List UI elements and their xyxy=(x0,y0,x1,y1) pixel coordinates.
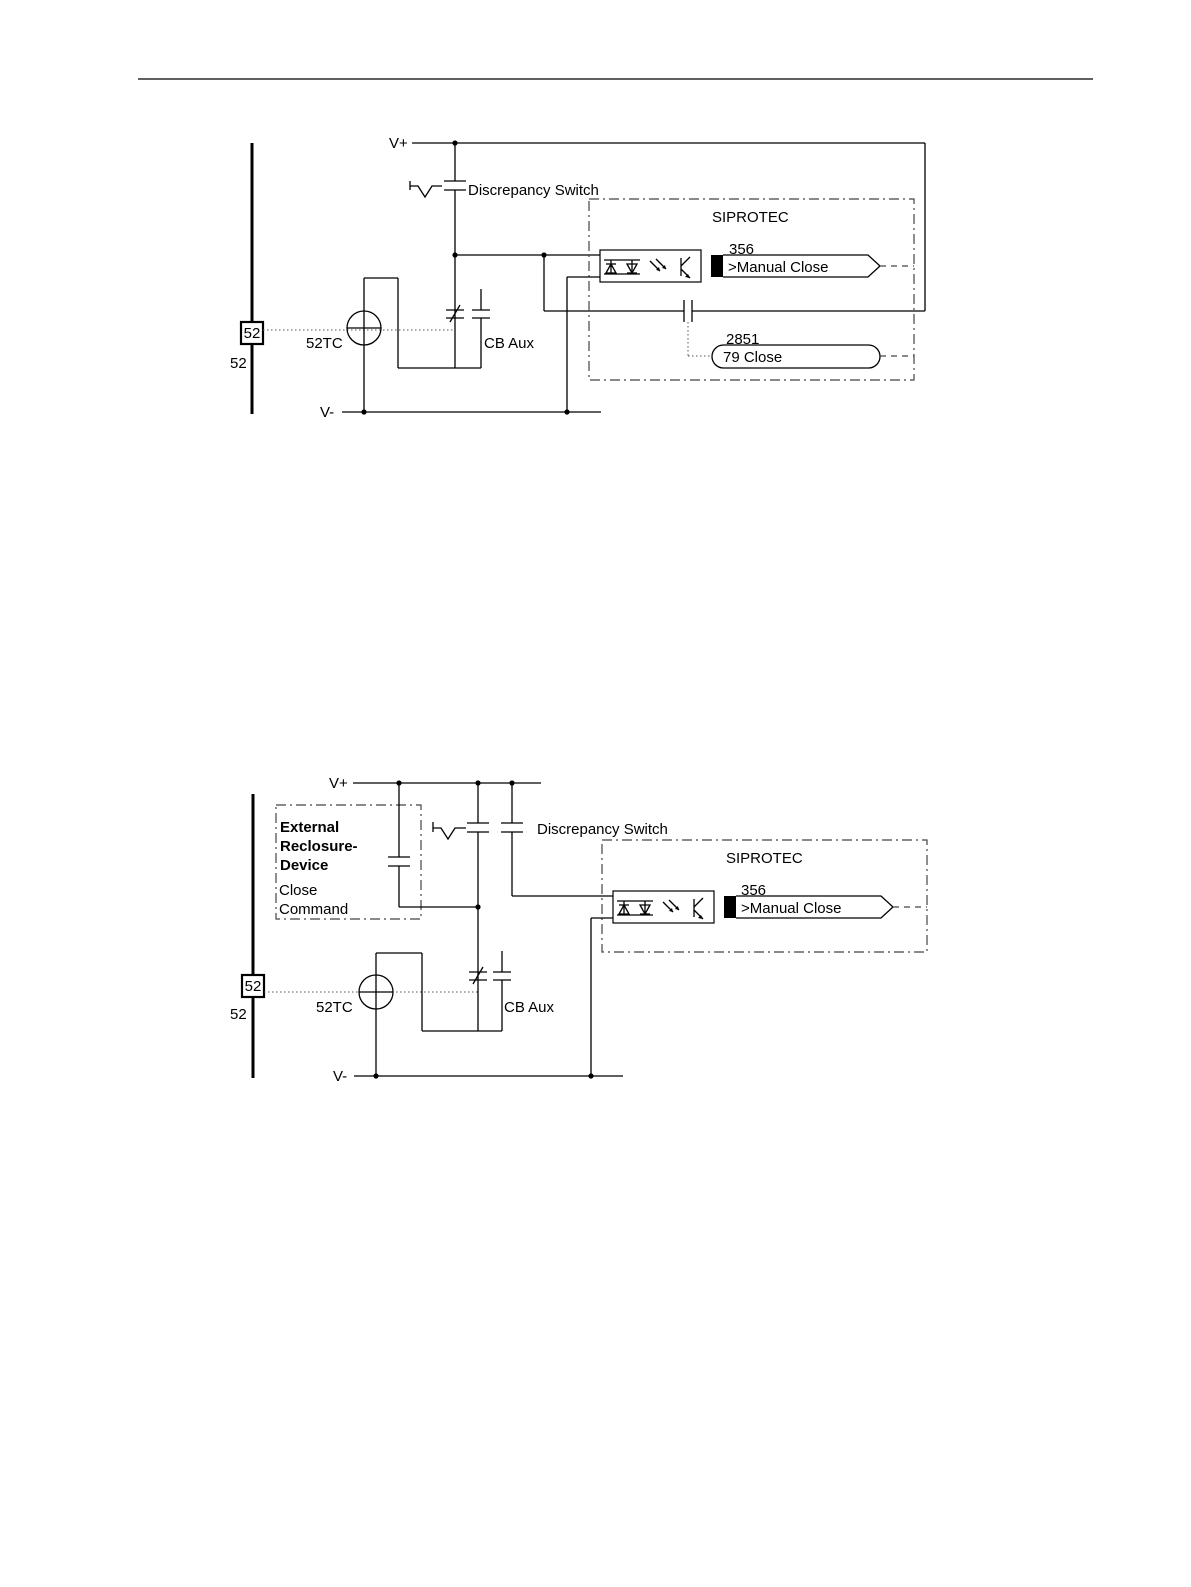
manual-close-label: >Manual Close xyxy=(741,900,841,917)
discrepancy-switch-label: Discrepancy Switch xyxy=(537,821,668,838)
binary-input-marker xyxy=(724,896,736,918)
v-minus-label: V- xyxy=(333,1068,347,1085)
close-79-label: 79 Close xyxy=(723,349,782,366)
diagram-1: 52 52 V+ Discrepancy Switch SIPROTEC xyxy=(230,135,925,421)
manual-close-number: 356 xyxy=(741,882,766,899)
breaker-label: 52 xyxy=(230,1006,247,1023)
junction-dot xyxy=(373,1073,378,1078)
optocoupler-box xyxy=(600,250,701,282)
external-label-line1: External xyxy=(280,819,339,836)
manual-close-label: >Manual Close xyxy=(728,259,828,276)
siprotec-label: SIPROTEC xyxy=(712,209,789,226)
siprotec-label: SIPROTEC xyxy=(726,850,803,867)
external-label-line2: Reclosure- xyxy=(280,838,358,855)
diagram-2: 52 52 V+ External Reclosure- Device Clos… xyxy=(230,775,927,1085)
close-79-number: 2851 xyxy=(726,331,759,348)
junction-dot xyxy=(564,409,569,414)
v-plus-label: V+ xyxy=(389,135,408,152)
manual-actuator-icon xyxy=(433,822,466,839)
binary-input-marker xyxy=(711,255,723,277)
manual-actuator-icon xyxy=(410,181,442,197)
v-minus-label: V- xyxy=(320,404,334,421)
breaker-box-label: 52 xyxy=(245,978,262,995)
v-plus-label: V+ xyxy=(329,775,348,792)
cb-aux-label: CB Aux xyxy=(504,999,555,1016)
optocoupler-box xyxy=(613,891,714,923)
close-command-line1: Close xyxy=(279,882,317,899)
breaker-box-label: 52 xyxy=(244,325,261,342)
junction-dot xyxy=(588,1073,593,1078)
discrepancy-switch-label: Discrepancy Switch xyxy=(468,182,599,199)
trip-coil-label: 52TC xyxy=(316,999,353,1016)
close-command-line2: Command xyxy=(279,901,348,918)
junction-dot xyxy=(361,409,366,414)
manual-close-number: 356 xyxy=(729,241,754,258)
cb-aux-label: CB Aux xyxy=(484,335,535,352)
trip-coil-label: 52TC xyxy=(306,335,343,352)
external-label-line3: Device xyxy=(280,857,328,874)
breaker-label: 52 xyxy=(230,355,247,372)
